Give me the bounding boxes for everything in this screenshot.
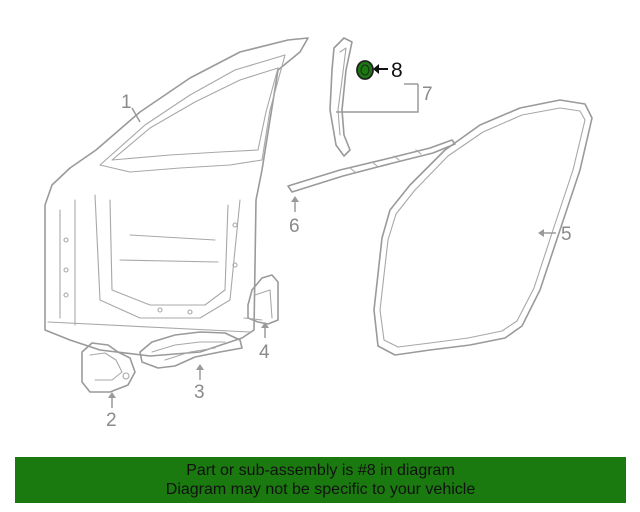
parts-diagram: 1 2 3 4 5 6 7	[44, 37, 593, 431]
belt-molding-part[interactable]	[287, 139, 456, 193]
hinge-bracket-part[interactable]	[81, 342, 136, 393]
pillar-garnish-part[interactable]	[329, 37, 353, 157]
callout-6: 6	[289, 216, 300, 237]
banner-line-2: Diagram may not be specific to your vehi…	[165, 481, 476, 498]
callout-2: 2	[106, 410, 117, 431]
clip-part-highlighted[interactable]	[356, 60, 374, 80]
callout-3: 3	[194, 382, 205, 403]
info-banner: Part or sub-assembly is #8 in diagram Di…	[15, 457, 626, 503]
callout-5: 5	[561, 224, 572, 245]
door-shell-part[interactable]	[44, 37, 309, 357]
banner-line-1: Part or sub-assembly is #8 in diagram	[186, 462, 455, 479]
weatherstrip-part[interactable]	[373, 99, 593, 356]
callout-7: 7	[422, 84, 433, 105]
callout-8: 8	[391, 59, 403, 82]
reinforcement-part[interactable]	[139, 331, 243, 369]
callout-1: 1	[121, 92, 132, 113]
callout-4: 4	[259, 342, 270, 363]
check-bracket-part[interactable]	[243, 274, 279, 325]
